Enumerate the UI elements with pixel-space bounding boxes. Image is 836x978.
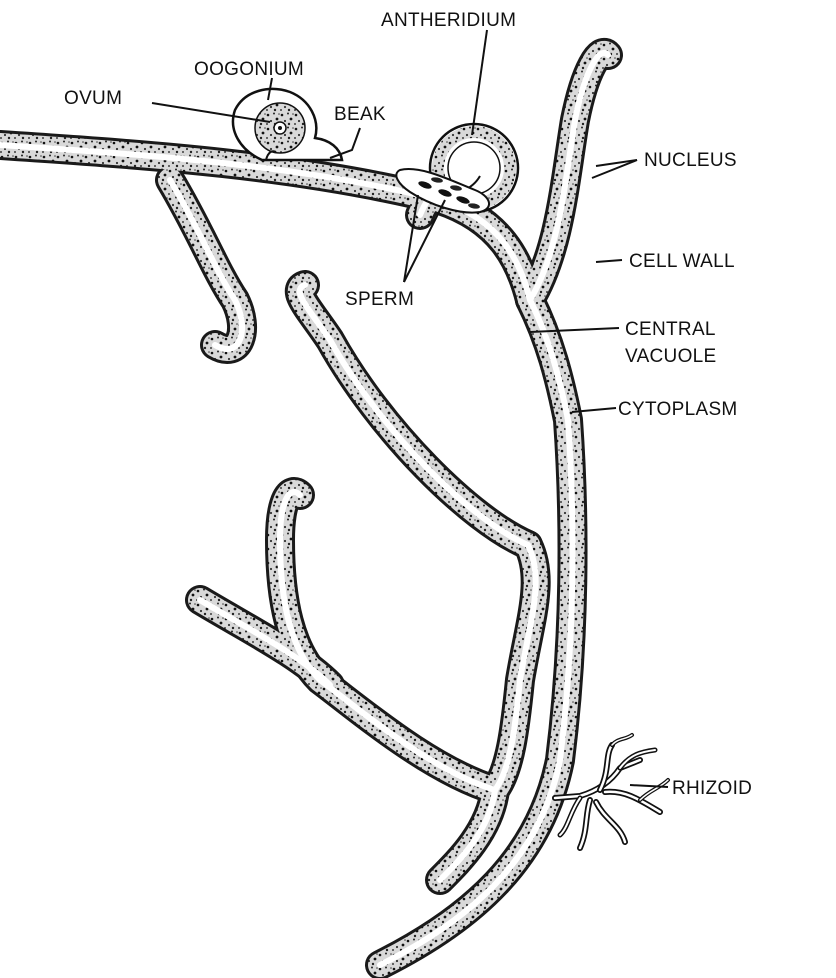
label-oogonium: OOGONIUM — [194, 59, 304, 80]
label-central-vacuole-line2: VACUOLE — [625, 346, 717, 367]
label-nucleus: NUCLEUS — [644, 150, 737, 171]
labels: ANTHERIDIUM OOGONIUM OVUM BEAK NUCLEUS C… — [64, 10, 752, 799]
label-rhizoid: RHIZOID — [672, 778, 752, 799]
label-central-vacuole-line1: CENTRAL — [625, 319, 716, 340]
label-sperm: SPERM — [345, 289, 414, 310]
label-ovum: OVUM — [64, 88, 122, 109]
label-beak: BEAK — [334, 104, 386, 125]
oogonium — [233, 89, 342, 160]
filament — [0, 53, 608, 965]
leader-lines — [152, 30, 668, 787]
label-antheridium: ANTHERIDIUM — [381, 10, 516, 31]
label-cell-wall: CELL WALL — [629, 251, 735, 272]
label-cytoplasm: CYTOPLASM — [618, 399, 738, 420]
cell-wall-outline — [0, 53, 608, 965]
